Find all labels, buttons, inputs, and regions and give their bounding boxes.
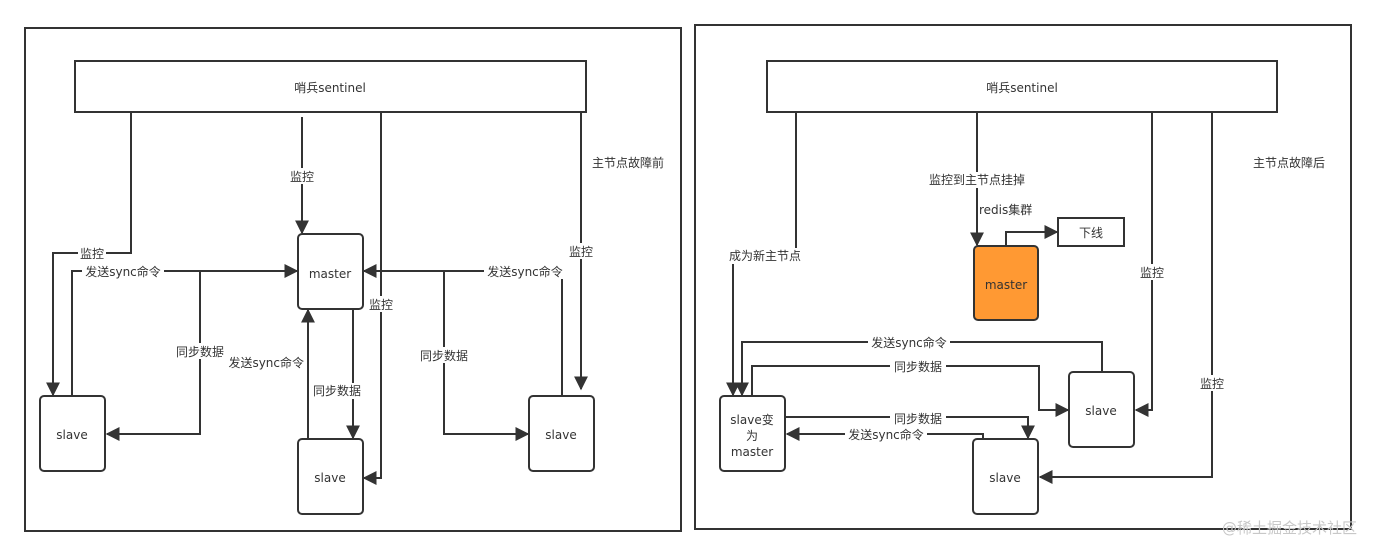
new-master-node: slave变 为 master	[719, 395, 786, 472]
new-master-line-1: slave变	[730, 412, 773, 427]
label-sync-data-bottom: 同步数据	[313, 383, 361, 398]
label-sync-data-bottom: 同步数据	[894, 411, 942, 426]
edge-offline	[1005, 225, 1059, 245]
label-sync-data-right: 同步数据	[420, 348, 468, 363]
label-sync-cmd-top: 发送sync命令	[871, 335, 947, 350]
label-sync-data-left: 同步数据	[176, 344, 224, 359]
failed-master-label: master	[985, 278, 1027, 292]
failed-master-box	[973, 245, 1039, 321]
left-master-node: master	[297, 233, 364, 310]
left-panel: 哨兵sentinel 主节点故障前 监控 监控 发送sync命令 同步数据 监控…	[24, 27, 682, 532]
right-panel-caption: 主节点故障后	[1253, 155, 1325, 170]
right-panel-frame	[694, 24, 1352, 530]
label-monitor-slave-bottom: 监控	[369, 298, 393, 312]
edge-monitor-slave-right	[1134, 112, 1153, 417]
right-slave-bottom-label: slave	[989, 471, 1020, 485]
label-monitor-slave-right: 监控	[1140, 266, 1164, 280]
label-cluster: redis集群	[979, 202, 1032, 217]
left-slave-bottom-node: slave	[297, 438, 364, 515]
right-panel: 哨兵sentinel 主节点故障后 监控到主节点挂掉 redis集群 下线 成为…	[694, 24, 1352, 530]
right-slave-right-label: slave	[1085, 404, 1116, 418]
failed-master-node: master	[973, 245, 1039, 321]
label-monitor-slave-bottom: 监控	[1200, 377, 1224, 391]
left-slave-bottom-label: slave	[314, 471, 345, 485]
offline-node: 下线	[1057, 217, 1125, 247]
edge-sync-data-left	[105, 271, 201, 441]
label-sync-data-top: 同步数据	[894, 359, 942, 374]
watermark: @稀土掘金技术社区	[1222, 519, 1357, 537]
left-slave-right-node: slave	[528, 395, 595, 472]
left-sentinel-node: 哨兵sentinel	[74, 60, 587, 113]
edge-sync-cmd-left	[71, 264, 299, 396]
offline-label: 下线	[1079, 226, 1103, 240]
right-slave-right-node: slave	[1068, 371, 1135, 448]
edge-sync-data-bottom	[786, 416, 1035, 440]
new-master-line-2: 为	[746, 429, 758, 443]
left-panel-caption: 主节点故障前	[592, 155, 664, 170]
new-master-line-3: master	[731, 445, 773, 459]
edge-sync-cmd-right	[362, 264, 563, 396]
edge-sync-data-top	[751, 365, 1070, 417]
label-sync-cmd-bottom: 发送sync命令	[848, 427, 924, 442]
label-monitor-slave-left: 监控	[80, 247, 104, 261]
label-sync-cmd-left: 发送sync命令	[85, 264, 161, 279]
left-sentinel-label: 哨兵sentinel	[294, 80, 366, 95]
left-master-label: master	[309, 267, 351, 281]
right-sentinel-node: 哨兵sentinel	[766, 60, 1278, 113]
label-monitor-master: 监控	[290, 170, 314, 184]
label-promote: 成为新主节点	[729, 248, 801, 263]
left-slave-left-node: slave	[39, 395, 106, 472]
label-sync-cmd-right: 发送sync命令	[487, 264, 563, 279]
edge-monitor-slave-bottom	[362, 112, 382, 485]
left-panel-frame	[24, 27, 682, 532]
left-slave-right-label: slave	[545, 428, 576, 442]
edge-monitor-slave-bottom	[1038, 112, 1213, 484]
edge-sync-data-right	[443, 271, 530, 441]
left-slave-left-label: slave	[56, 428, 87, 442]
right-slave-bottom-node: slave	[972, 438, 1039, 515]
label-detect-failure: 监控到主节点挂掉	[929, 173, 1025, 187]
right-sentinel-label: 哨兵sentinel	[986, 80, 1058, 95]
label-sync-cmd-bottom: 发送sync命令	[228, 355, 304, 370]
label-monitor-slave-right: 监控	[569, 245, 593, 259]
